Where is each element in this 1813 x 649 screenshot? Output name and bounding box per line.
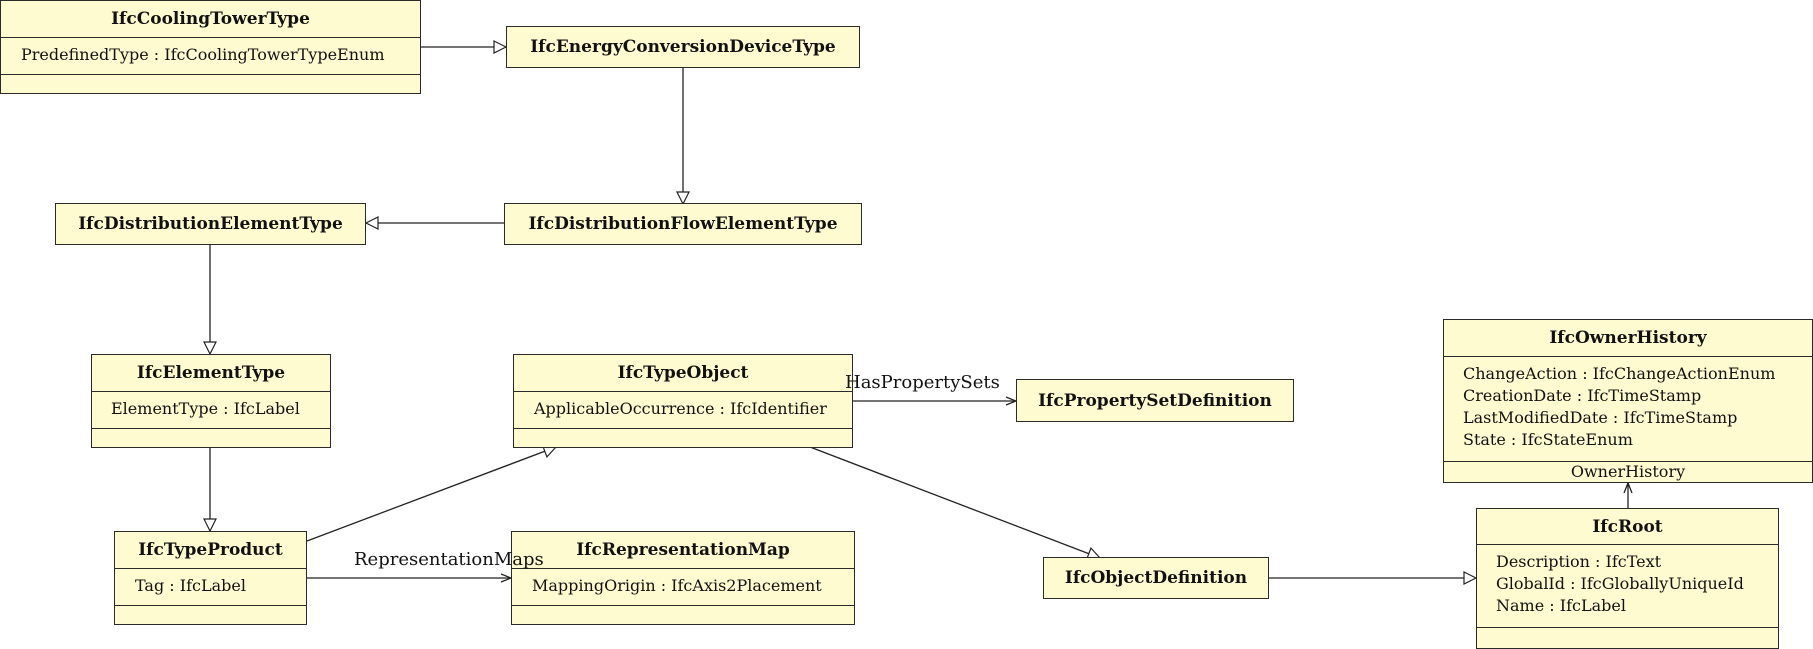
class-name: IfcDistributionElementType xyxy=(78,214,343,234)
attribute-last-modified-date: LastModifiedDate : IfcTimeStamp xyxy=(1463,408,1738,427)
attribute-state: State : IfcStateEnum xyxy=(1463,430,1633,449)
attribute-creation-date: CreationDate : IfcTimeStamp xyxy=(1463,386,1702,405)
attribute-tag: Tag : IfcLabel xyxy=(135,576,246,595)
class-attributes: Description : IfcText GlobalId : IfcGlob… xyxy=(1477,544,1778,627)
owner-history-role-label: OwnerHistory xyxy=(1444,461,1812,482)
class-operations xyxy=(512,605,854,624)
class-name: IfcEnergyConversionDeviceType xyxy=(530,37,836,57)
class-attributes: ApplicableOccurrence : IfcIdentifier xyxy=(514,391,852,428)
attribute-applicable-occurrence: ApplicableOccurrence : IfcIdentifier xyxy=(534,399,827,418)
class-name: IfcRepresentationMap xyxy=(576,540,790,560)
class-ifc-type-object[interactable]: IfcTypeObject ApplicableOccurrence : Ifc… xyxy=(513,354,853,448)
class-ifc-object-definition[interactable]: IfcObjectDefinition xyxy=(1043,557,1269,599)
class-name: IfcPropertySetDefinition xyxy=(1038,390,1272,411)
class-operations xyxy=(1,74,420,93)
class-operations xyxy=(1477,627,1778,648)
class-name: IfcDistributionFlowElementType xyxy=(528,214,838,234)
class-attributes: PredefinedType : IfcCoolingTowerTypeEnum xyxy=(1,37,420,74)
generalization-typeobject-to-objectdefinition xyxy=(809,446,1100,558)
generalization-typeproduct-to-typeobject xyxy=(306,447,556,542)
class-name: IfcObjectDefinition xyxy=(1064,568,1248,588)
class-ifc-type-product[interactable]: IfcTypeProduct Tag : IfcLabel xyxy=(114,531,307,625)
class-ifc-element-type[interactable]: IfcElementType ElementType : IfcLabel xyxy=(91,354,331,448)
class-ifc-representation-map[interactable]: IfcRepresentationMap MappingOrigin : Ifc… xyxy=(511,531,855,625)
attribute-change-action: ChangeAction : IfcChangeActionEnum xyxy=(1463,364,1776,383)
class-operations xyxy=(514,428,852,447)
class-ifc-energy-conversion-device-type[interactable]: IfcEnergyConversionDeviceType xyxy=(506,26,860,68)
attribute-predefined-type: PredefinedType : IfcCoolingTowerTypeEnum xyxy=(21,45,385,64)
attribute-description: Description : IfcText xyxy=(1496,552,1662,571)
class-attributes: Tag : IfcLabel xyxy=(115,568,306,605)
class-attributes: ChangeAction : IfcChangeActionEnum Creat… xyxy=(1444,356,1812,461)
class-name: IfcTypeObject xyxy=(617,363,749,383)
attribute-element-type: ElementType : IfcLabel xyxy=(111,399,300,418)
class-name: IfcCoolingTowerType xyxy=(111,9,310,29)
attribute-mapping-origin: MappingOrigin : IfcAxis2Placement xyxy=(532,576,822,595)
class-ifc-owner-history[interactable]: IfcOwnerHistory ChangeAction : IfcChange… xyxy=(1443,319,1813,483)
class-operations xyxy=(92,428,330,447)
class-name: IfcElementType xyxy=(136,363,286,383)
class-ifc-cooling-tower-type[interactable]: IfcCoolingTowerType PredefinedType : Ifc… xyxy=(0,0,421,94)
association-label-representation-maps: RepresentationMaps xyxy=(354,549,544,570)
class-name: IfcTypeProduct xyxy=(138,540,283,560)
class-ifc-distribution-flow-element-type[interactable]: IfcDistributionFlowElementType xyxy=(504,203,862,245)
class-ifc-property-set-definition[interactable]: IfcPropertySetDefinition xyxy=(1016,379,1294,422)
class-ifc-root[interactable]: IfcRoot Description : IfcText GlobalId :… xyxy=(1476,508,1779,649)
attribute-name: Name : IfcLabel xyxy=(1496,596,1626,615)
class-name: IfcRoot xyxy=(1592,516,1663,537)
class-operations xyxy=(115,605,306,624)
attribute-global-id: GlobalId : IfcGloballyUniqueId xyxy=(1496,574,1744,593)
class-name: IfcOwnerHistory xyxy=(1549,328,1707,348)
class-ifc-distribution-element-type[interactable]: IfcDistributionElementType xyxy=(55,203,366,245)
class-attributes: ElementType : IfcLabel xyxy=(92,391,330,428)
class-attributes: MappingOrigin : IfcAxis2Placement xyxy=(512,568,854,605)
association-label-has-property-sets: HasPropertySets xyxy=(845,372,1000,393)
